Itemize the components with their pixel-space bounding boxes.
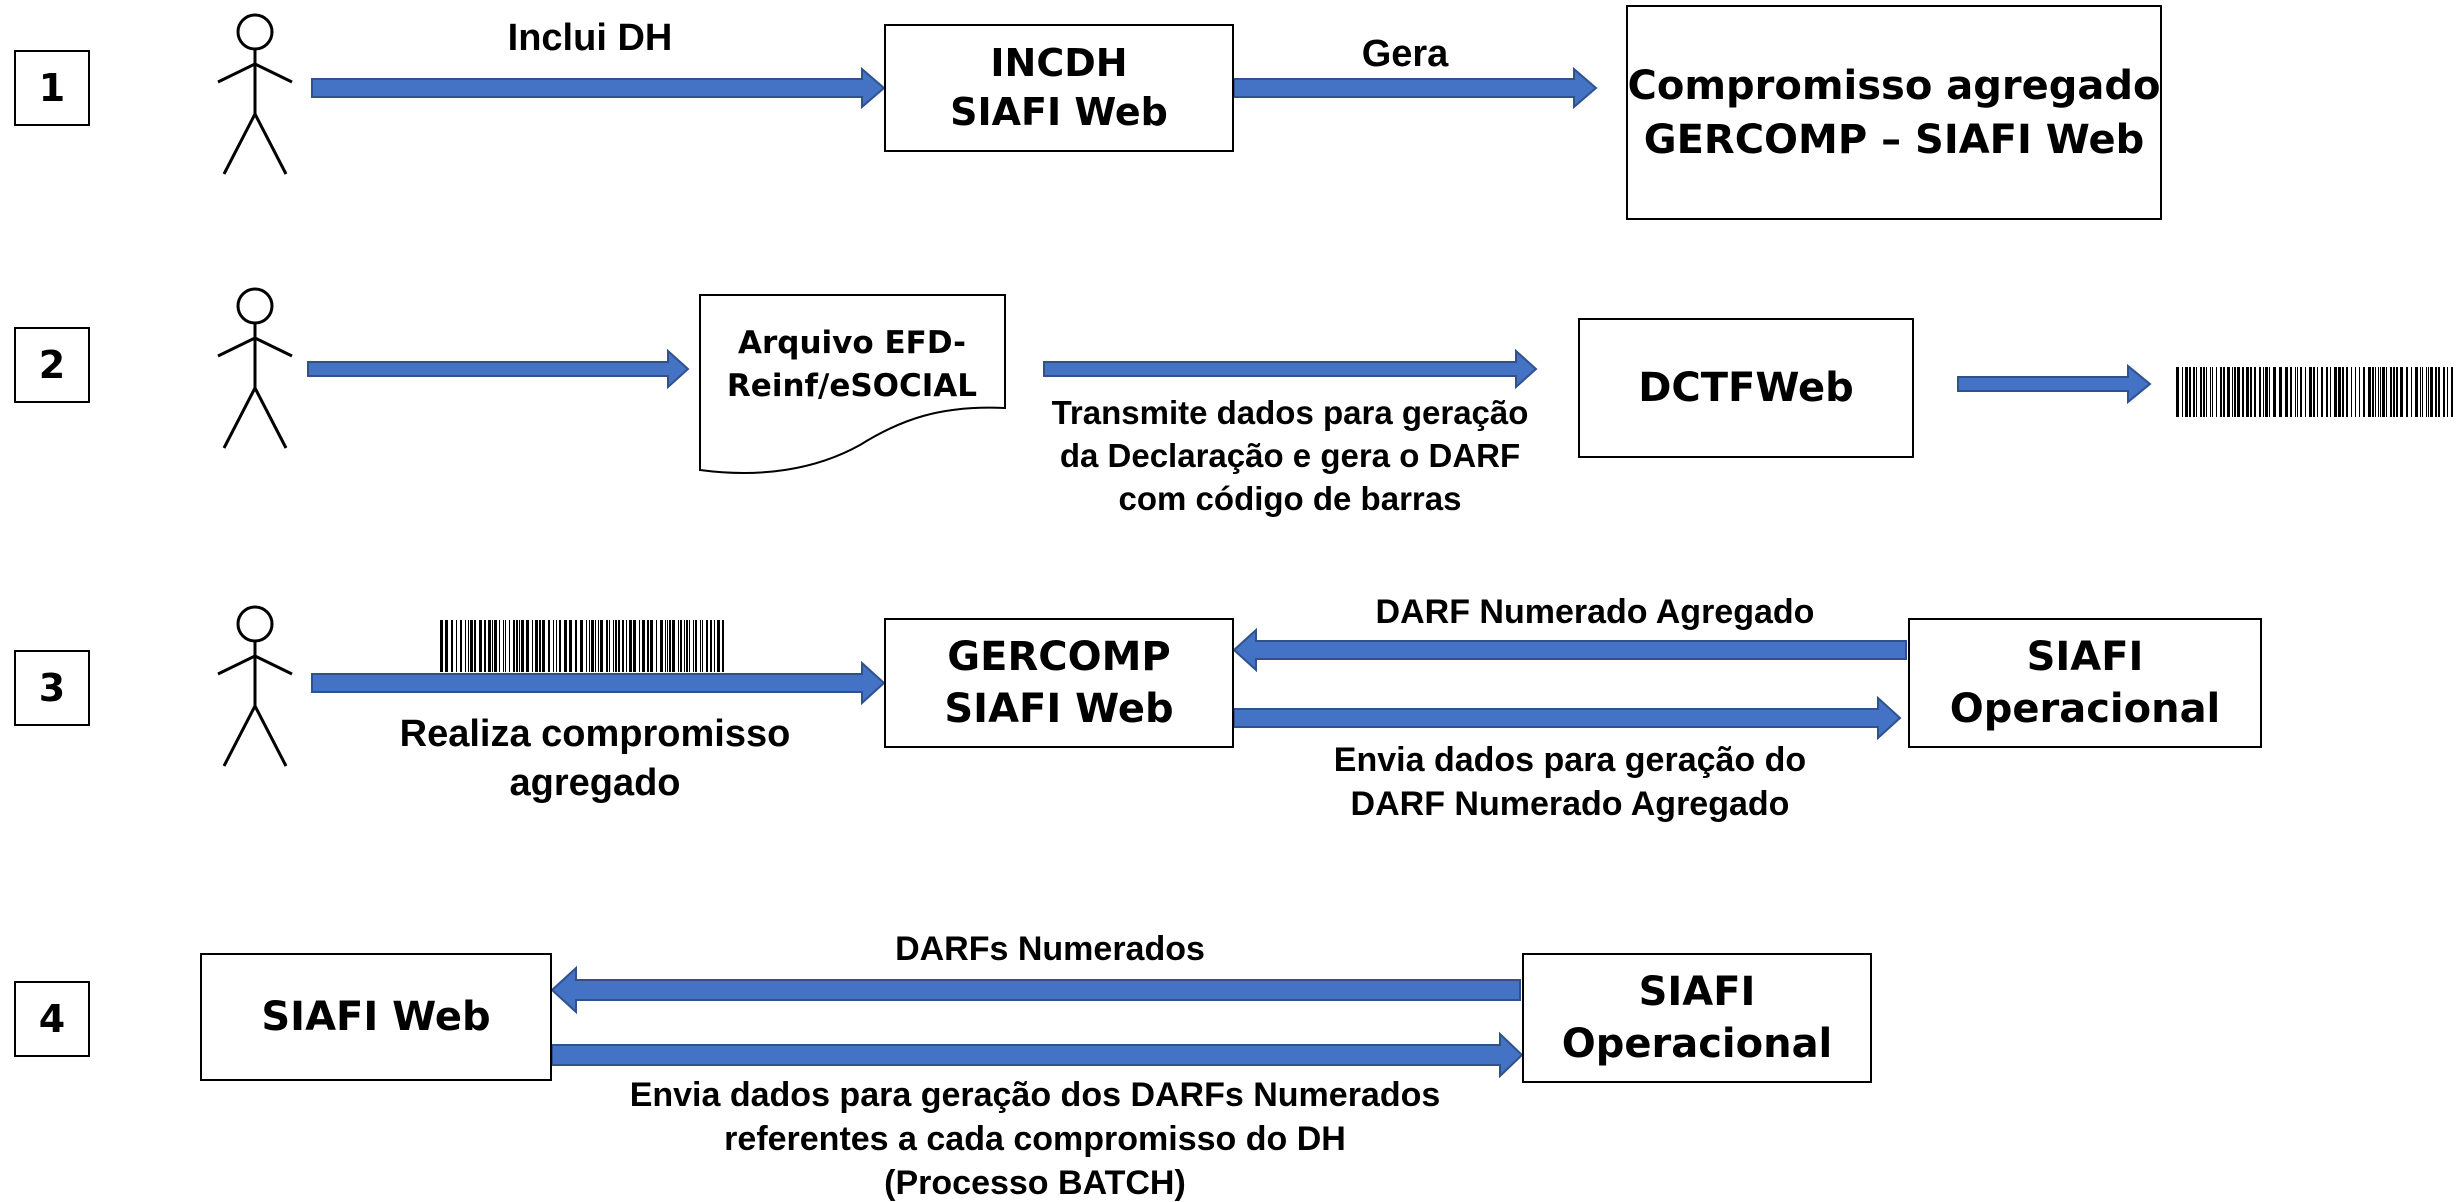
label-transmite-line-3: com código de barras (1118, 479, 1462, 517)
document-line-2: Reinf/eSOCIAL (726, 368, 978, 405)
box-siafi-web4-label: SIAFI Web (261, 994, 491, 1040)
document-line-1: Arquivo EFD- (738, 325, 966, 361)
step-number-2: 2 (14, 327, 90, 403)
step-number-4: 4 (14, 981, 90, 1057)
actor-icon-row2 (216, 287, 294, 450)
label-realiza-line-2: agregado (509, 762, 681, 805)
label-envia-agregado-line-1: Envia dados para geração do (1333, 741, 1807, 779)
box-incdh-line-1: INCDH (990, 40, 1128, 85)
label-darfs-numerados: DARFs Numerados (895, 930, 1205, 968)
label-darf-numerado-agregado: DARF Numerado Agregado (1375, 593, 1815, 631)
box-gercomp-line-1: GERCOMP (947, 634, 1171, 680)
label-realiza-line-1: Realiza compromisso (399, 713, 791, 755)
arrow-transmite (1043, 348, 1538, 390)
label-batch-line-3: (Processo BATCH) (884, 1164, 1186, 1202)
arrow-darfs-numerados (550, 965, 1521, 1015)
box-siafi-op4-line-2: Operacional (1561, 1021, 1833, 1067)
arrow-realiza-compromisso (311, 660, 886, 706)
step-number-1: 1 (14, 50, 90, 126)
box-dctfweb: DCTFWeb (1578, 318, 1914, 458)
label-realiza-compromisso: Realiza compromisso agregado (330, 710, 860, 809)
label-batch-line-1: Envia dados para geração dos DARFs Numer… (629, 1076, 1441, 1114)
box-siafi-op3-line-2: Operacional (1949, 686, 2221, 732)
box-compromisso-agregado: Compromisso agregado GERCOMP – SIAFI Web (1626, 5, 2162, 220)
label-gera: Gera (1361, 33, 1449, 75)
label-envia-agregado-line-2: DARF Numerado Agregado (1350, 785, 1790, 824)
box-compromisso-line-1: Compromisso agregado (1627, 62, 2161, 109)
label-envia-dados-batch: Envia dados para geração dos DARFs Numer… (560, 1073, 1510, 1202)
box-siafi-op3-line-1: SIAFI (2026, 634, 2144, 680)
box-gercomp-line-2: SIAFI Web (944, 686, 1174, 732)
arrow-darf-numerado-agregado (1232, 627, 1907, 673)
label-inclui-dh: Inclui DH (507, 17, 673, 59)
arrow-to-document (307, 348, 690, 390)
document-shape (699, 294, 1006, 474)
actor-icon-row1 (216, 13, 294, 176)
box-dctfweb-label: DCTFWeb (1638, 365, 1854, 411)
box-incdh-line-2: SIAFI Web (950, 90, 1168, 134)
box-siafi-operacional-row4: SIAFI Operacional (1522, 953, 1872, 1083)
box-siafi-web-row4: SIAFI Web (200, 953, 552, 1081)
document-text: Arquivo EFD- Reinf/eSOCIAL (702, 322, 1002, 409)
arrow-to-barcode (1957, 363, 2152, 405)
label-envia-dados-agregado: Envia dados para geração do DARF Numerad… (1250, 738, 1890, 826)
label-transmite-line-2: da Declaração e gera o DARF (1059, 436, 1521, 474)
arrow-envia-dados-agregado (1233, 695, 1902, 741)
arrow-inclui-dh (311, 66, 886, 110)
label-batch-line-2: referentes a cada compromisso do DH (724, 1120, 1346, 1159)
box-siafi-op4-line-1: SIAFI (1638, 969, 1756, 1015)
arrow-envia-dados-batch (551, 1031, 1524, 1079)
label-transmite-line-1: Transmite dados para geração (1051, 394, 1529, 431)
box-compromisso-line-2: GERCOMP – SIAFI Web (1643, 116, 2145, 163)
box-gercomp: GERCOMP SIAFI Web (884, 618, 1234, 748)
actor-icon-row3 (216, 605, 294, 768)
step-number-3: 3 (14, 650, 90, 726)
barcode-icon-row2 (2176, 367, 2453, 417)
arrow-gera (1233, 66, 1598, 110)
barcode-icon-row3 (440, 620, 724, 672)
label-transmite-dados: Transmite dados para geração da Declaraç… (1020, 392, 1560, 521)
box-incdh: INCDH SIAFI Web (884, 24, 1234, 152)
box-siafi-operacional-row3: SIAFI Operacional (1908, 618, 2262, 748)
